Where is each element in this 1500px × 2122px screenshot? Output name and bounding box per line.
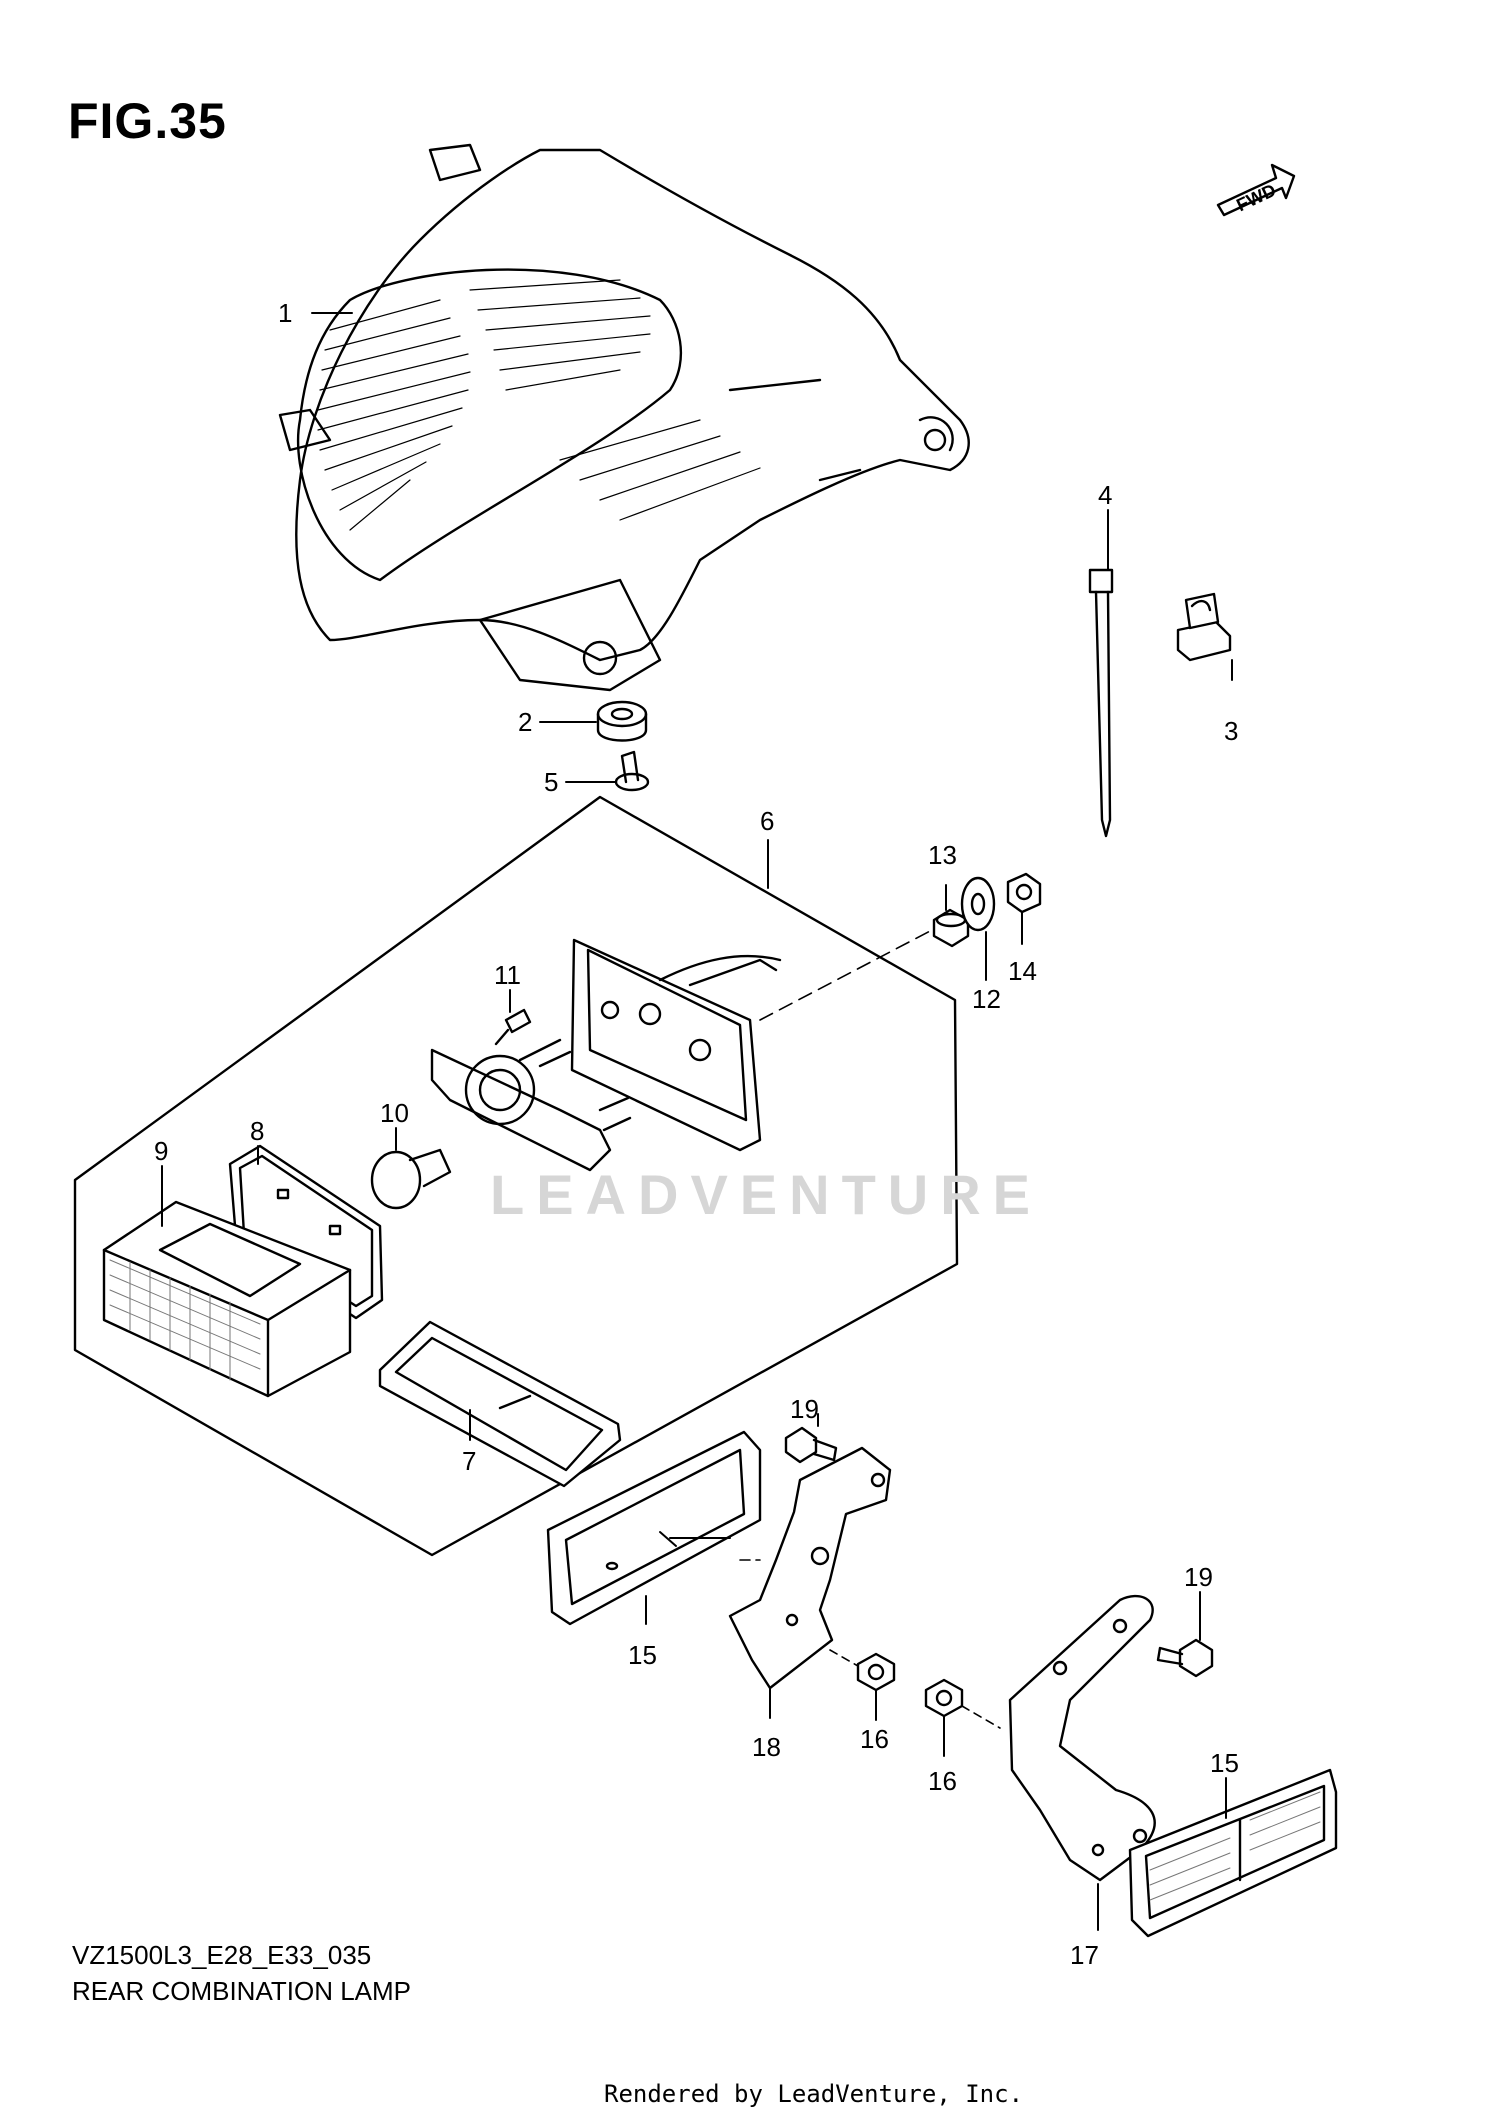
callout-9: 9 xyxy=(154,1136,168,1166)
bracket-right xyxy=(1008,1594,1156,1882)
lamp-kit-outline xyxy=(73,795,959,1557)
flange-nut xyxy=(856,1652,896,1692)
callout-labels: 1 2 3 4 5 6 7 8 9 10 11 12 13 14 15 15 1… xyxy=(154,298,1239,1970)
cable-tie xyxy=(1088,568,1114,838)
callout-10: 10 xyxy=(380,1098,409,1128)
screw xyxy=(614,750,650,792)
callout-12: 12 xyxy=(972,984,1001,1014)
clamp xyxy=(1176,592,1232,662)
license-plate-lens xyxy=(378,1320,622,1488)
washer xyxy=(960,876,996,932)
callout-3: 3 xyxy=(1224,716,1238,746)
callout-15-left: 15 xyxy=(628,1640,657,1670)
reflector-left xyxy=(546,1430,762,1626)
rendered-by-credit: Rendered by LeadVenture, Inc. xyxy=(604,2080,1024,2108)
callout-4: 4 xyxy=(1098,480,1112,510)
callout-16-left: 16 xyxy=(860,1724,889,1754)
bracket-left xyxy=(728,1446,892,1690)
callout-15-right: 15 xyxy=(1210,1748,1239,1778)
socket-assembly xyxy=(430,938,782,1172)
callout-18: 18 xyxy=(752,1732,781,1762)
bulb xyxy=(370,1148,452,1210)
figure-title: FIG.35 xyxy=(68,93,227,149)
grommet xyxy=(596,700,648,742)
bolt xyxy=(784,1426,838,1464)
callout-5: 5 xyxy=(544,767,558,797)
tail-lamp-housing xyxy=(278,143,970,692)
callout-8: 8 xyxy=(250,1116,264,1146)
callout-13: 13 xyxy=(928,840,957,870)
callout-16-right: 16 xyxy=(928,1766,957,1796)
figure-name: REAR COMBINATION LAMP xyxy=(72,1976,412,2006)
figure-code: VZ1500L3_E28_E33_035 xyxy=(72,1940,372,1970)
callout-19-lower: 19 xyxy=(1184,1562,1213,1592)
callout-17: 17 xyxy=(1070,1940,1099,1970)
nut xyxy=(1006,872,1042,914)
callout-11: 11 xyxy=(494,960,521,990)
callout-7: 7 xyxy=(462,1446,476,1476)
flange-nut xyxy=(924,1678,964,1718)
callout-6: 6 xyxy=(760,806,774,836)
callout-2: 2 xyxy=(518,707,532,737)
bolt xyxy=(1156,1638,1214,1678)
watermark: LEADVENTURE xyxy=(490,1163,1042,1226)
callout-14: 14 xyxy=(1008,956,1037,986)
tail-lens xyxy=(102,1200,352,1398)
spacer xyxy=(932,908,970,948)
callout-1: 1 xyxy=(278,298,292,328)
fwd-arrow-icon: FWD xyxy=(1216,163,1296,217)
callout-19-upper: 19 xyxy=(790,1394,819,1424)
reflector-right xyxy=(1128,1768,1338,1938)
screw xyxy=(494,1008,532,1046)
fwd-label: FWD xyxy=(1233,180,1279,215)
